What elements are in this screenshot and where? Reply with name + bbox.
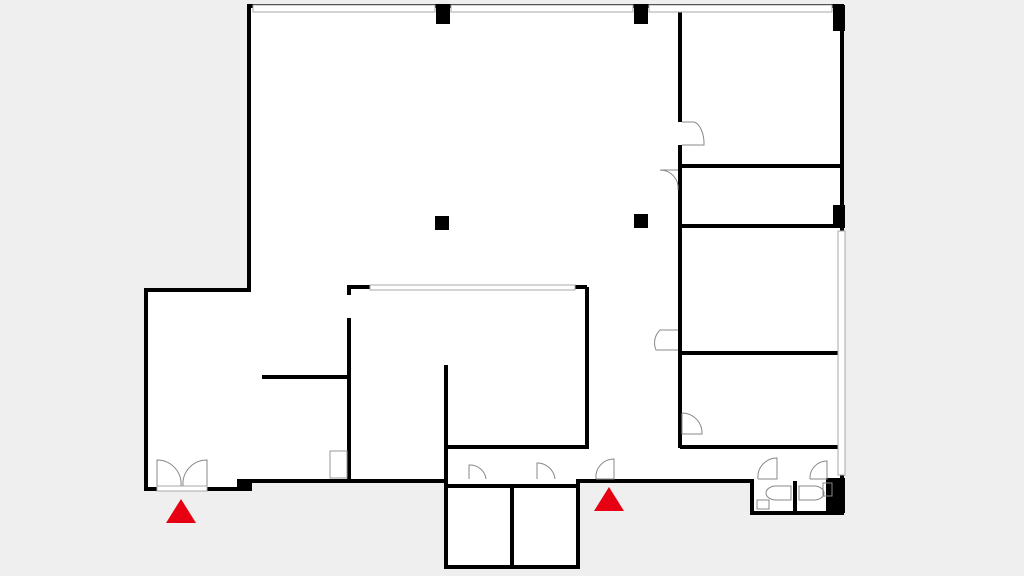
columns — [237, 5, 845, 513]
interior-walls — [262, 6, 840, 567]
entrance-triangle-icon — [594, 487, 624, 511]
entrance-triangle-icon — [166, 499, 196, 523]
doors — [156, 121, 828, 487]
toilet-fixtures — [756, 482, 833, 510]
windows — [156, 4, 846, 492]
